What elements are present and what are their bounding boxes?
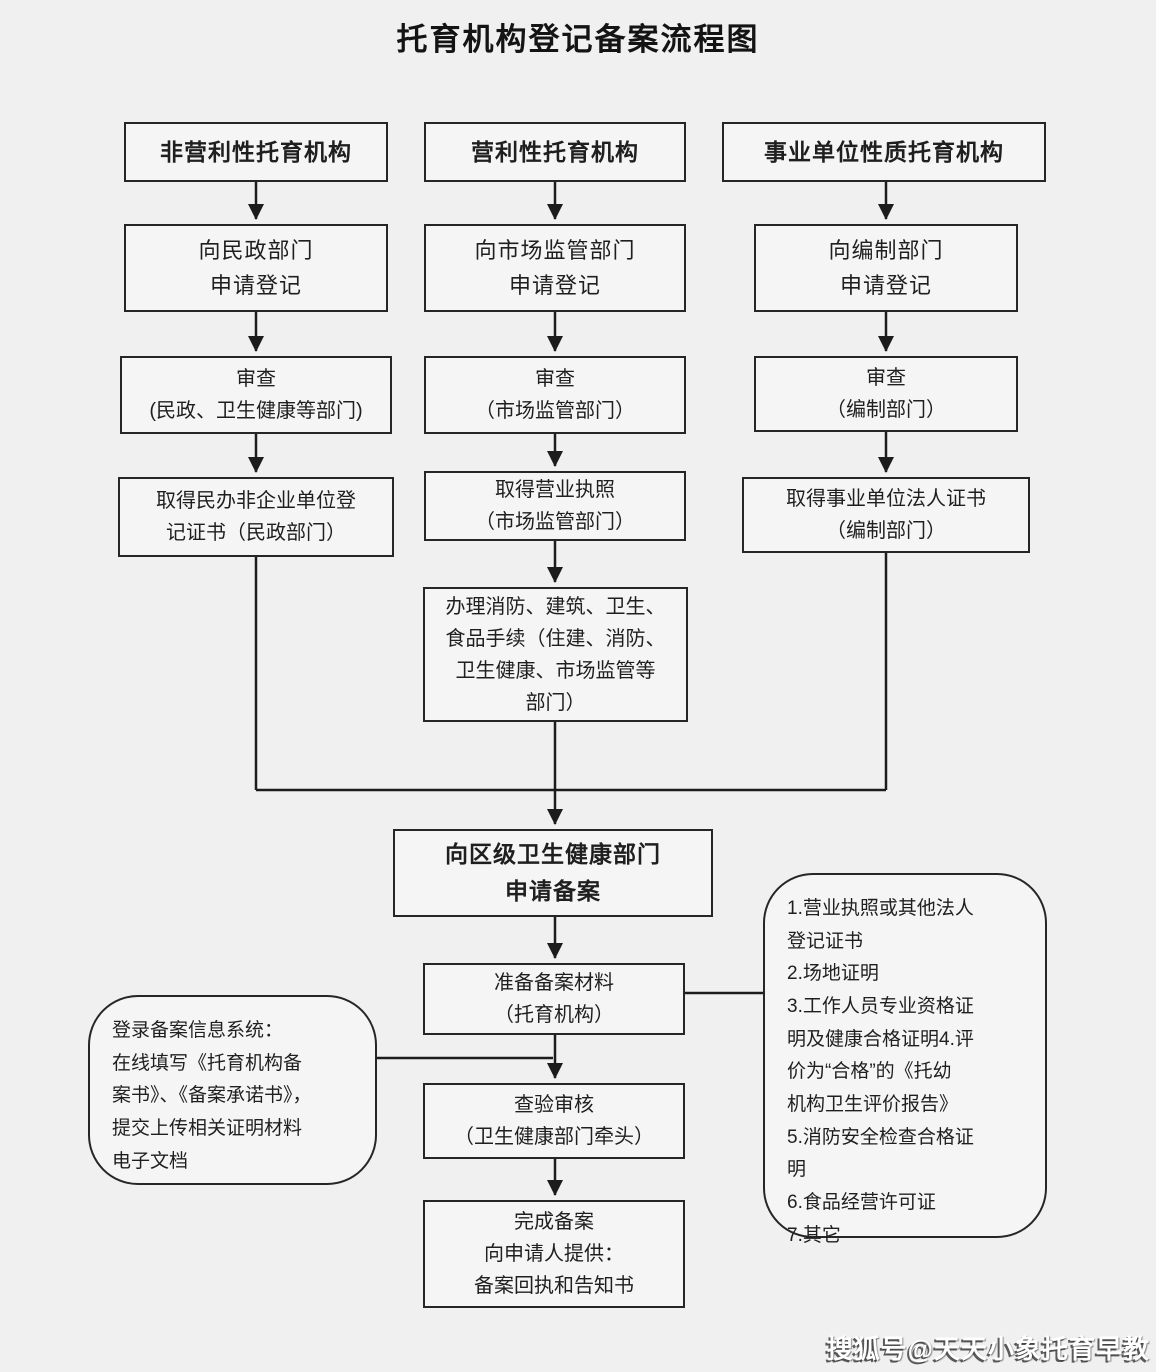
node-verify-review: 查验审核 （卫生健康部门牵头） xyxy=(423,1083,685,1159)
node-complete-filing: 完成备案 向申请人提供： 备案回执和告知书 xyxy=(423,1200,685,1308)
note-login-filing-system: 登录备案信息系统： 在线填写《托育机构备 案书》、《备案承诺书》， 提交上传相关… xyxy=(88,995,377,1185)
node-review-market-regulation: 审查 （市场监管部门） xyxy=(424,356,686,434)
node-public-institution-org: 事业单位性质托育机构 xyxy=(722,122,1046,182)
node-obtain-business-license: 取得营业执照 （市场监管部门） xyxy=(424,471,686,541)
page-title: 托育机构登记备案流程图 xyxy=(396,22,760,57)
watermark-sohu-account: 搜狐号@天天小象托育早教 xyxy=(826,1334,1150,1364)
node-apply-market-regulation: 向市场监管部门 申请登记 xyxy=(424,224,686,312)
node-review-establishment-dept: 审查 （编制部门） xyxy=(754,356,1018,432)
node-handle-procedures: 办理消防、建筑、卫生、 食品手续（住建、消防、 卫生健康、市场监管等 部门） xyxy=(423,587,688,722)
node-forprofit-org: 营利性托育机构 xyxy=(424,122,686,182)
node-apply-establishment-dept: 向编制部门 申请登记 xyxy=(754,224,1018,312)
note-materials-list: 1.营业执照或其他法人 登记证书 2.场地证明 3.工作人员专业资格证 明及健康… xyxy=(763,873,1047,1246)
node-prepare-materials: 准备备案材料 （托育机构） xyxy=(423,963,685,1035)
node-nonprofit-org: 非营利性托育机构 xyxy=(124,122,388,182)
node-apply-filing: 向区级卫生健康部门 申请备案 xyxy=(393,829,713,917)
node-obtain-legal-person-cert: 取得事业单位法人证书 （编制部门） xyxy=(742,477,1030,553)
node-obtain-nonenterprise-cert: 取得民办非企业单位登 记证书（民政部门） xyxy=(118,477,394,557)
node-apply-civil-affairs: 向民政部门 申请登记 xyxy=(124,224,388,312)
node-review-civil-affairs: 审查 (民政、卫生健康等部门) xyxy=(120,356,392,434)
